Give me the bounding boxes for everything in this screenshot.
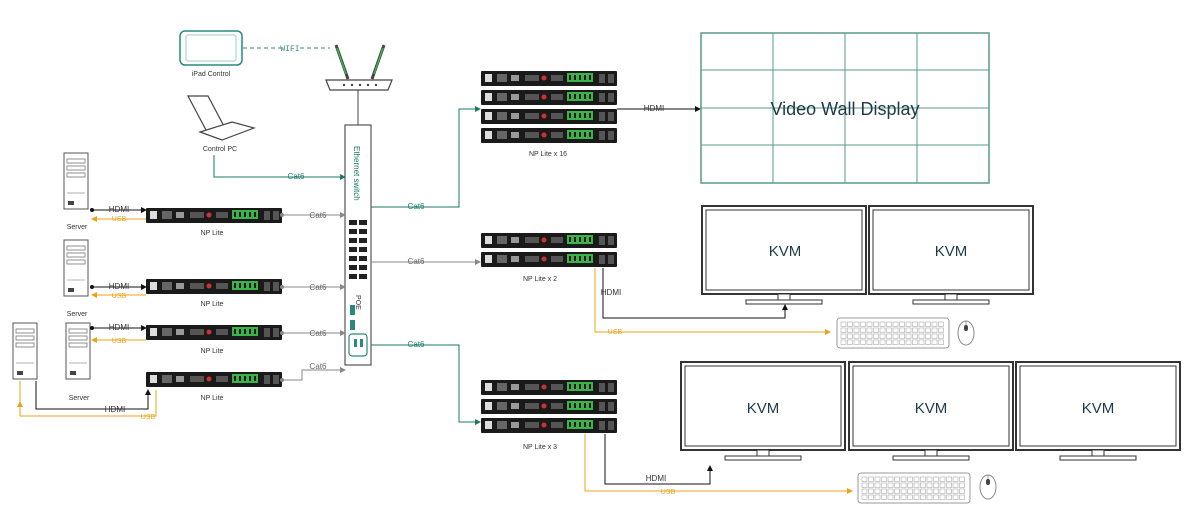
np-lite-x3-label: NP Lite x 3 bbox=[523, 444, 557, 451]
usb-label-s2: USB bbox=[112, 293, 127, 300]
np-lite-label-1: NP Lite bbox=[201, 230, 224, 237]
cat6-label-np2: Cat6 bbox=[310, 283, 327, 292]
ipad-label: iPad Control bbox=[192, 71, 231, 78]
usb-label-kvm2: USB bbox=[608, 329, 623, 336]
usb-label-s1: USB bbox=[112, 216, 127, 223]
video-wall-display bbox=[700, 32, 990, 184]
np-lite-label-2: NP Lite bbox=[201, 301, 224, 308]
ipad-icon bbox=[179, 30, 243, 66]
cat6-label-np1: Cat6 bbox=[310, 211, 327, 220]
cat6-label-np3: Cat6 bbox=[310, 329, 327, 338]
np-lite-x2-label: NP Lite x 2 bbox=[523, 276, 557, 283]
switch-to-np3-cable bbox=[371, 344, 481, 425]
cat6-label-control: Cat6 bbox=[288, 172, 305, 181]
usb-label-kvm3: USB bbox=[661, 489, 676, 496]
server-1-icon bbox=[63, 152, 89, 210]
hdmi-label-s2: HDMI bbox=[109, 282, 129, 291]
server-2-icon bbox=[63, 239, 89, 297]
kvm-label-1: KVM bbox=[769, 243, 802, 260]
server-4-label: Server bbox=[69, 395, 90, 402]
cat6-label-np3x: Cat6 bbox=[408, 340, 425, 349]
np-lite-device-3 bbox=[146, 325, 282, 340]
cat6-label-np16: Cat6 bbox=[408, 202, 425, 211]
np-lite-label-3: NP Lite bbox=[201, 348, 224, 355]
hdmi-label-kvm2: HDMI bbox=[601, 288, 621, 297]
mouse-icon-1 bbox=[957, 320, 975, 346]
server-3-usb bbox=[17, 390, 157, 417]
kvm-label-3: KVM bbox=[747, 400, 780, 417]
np3-to-kvm-hdmi bbox=[604, 434, 713, 485]
keyboard-keys-1 bbox=[840, 321, 944, 345]
server-4-icon bbox=[65, 322, 91, 380]
np-lite-x16-label: NP Lite x 16 bbox=[529, 151, 567, 158]
kvm-label-2: KVM bbox=[935, 243, 968, 260]
np-lite-x2-stack bbox=[481, 233, 617, 267]
server-2-label: Server bbox=[67, 311, 88, 318]
switch-to-np16-cable bbox=[371, 106, 481, 208]
hdmi-label-wall: HDMI bbox=[644, 104, 664, 113]
usb-label-s3: USB bbox=[141, 414, 156, 421]
mouse-icon-2 bbox=[979, 474, 997, 500]
kvm-label-5: KVM bbox=[1082, 400, 1115, 417]
cat6-label-np2x: Cat6 bbox=[408, 257, 425, 266]
poe-label: POE bbox=[354, 295, 361, 310]
wifi-label: WIFI bbox=[280, 45, 299, 54]
np-lite-device-1 bbox=[146, 208, 282, 223]
kvm-label-4: KVM bbox=[915, 400, 948, 417]
laptop-icon bbox=[187, 95, 256, 141]
router-icon bbox=[325, 44, 393, 91]
np-lite-device-4 bbox=[146, 372, 282, 387]
hdmi-label-s4: HDMI bbox=[109, 323, 129, 332]
hdmi-label-s1: HDMI bbox=[109, 205, 129, 214]
video-wall-label: Video Wall Display bbox=[770, 99, 919, 119]
server-1-label: Server bbox=[67, 224, 88, 231]
cat6-label-np4: Cat6 bbox=[310, 362, 327, 371]
keyboard-keys-2 bbox=[861, 476, 965, 500]
np2-to-kvm-hdmi bbox=[602, 268, 788, 319]
server-3-icon bbox=[12, 322, 38, 380]
np2-to-kvm-usb bbox=[594, 268, 831, 335]
np4-cable bbox=[282, 367, 346, 381]
control-pc-label: Control PC bbox=[203, 146, 237, 153]
ethernet-switch bbox=[344, 124, 372, 366]
ethernet-switch-label: Ethernet switch bbox=[352, 146, 361, 201]
hdmi-label-kvm3: HDMI bbox=[646, 474, 666, 483]
np-lite-label-4: NP Lite bbox=[201, 395, 224, 402]
control-pc-cable bbox=[213, 155, 346, 180]
np-lite-x16-stack bbox=[481, 71, 617, 143]
np3-to-kvm-usb bbox=[584, 434, 853, 494]
hdmi-label-s3: HDMI bbox=[105, 405, 125, 414]
np-lite-x3-stack bbox=[481, 380, 617, 433]
np-lite-device-2 bbox=[146, 279, 282, 294]
server-3-hdmi bbox=[35, 381, 151, 410]
usb-label-s4: USB bbox=[112, 338, 127, 345]
